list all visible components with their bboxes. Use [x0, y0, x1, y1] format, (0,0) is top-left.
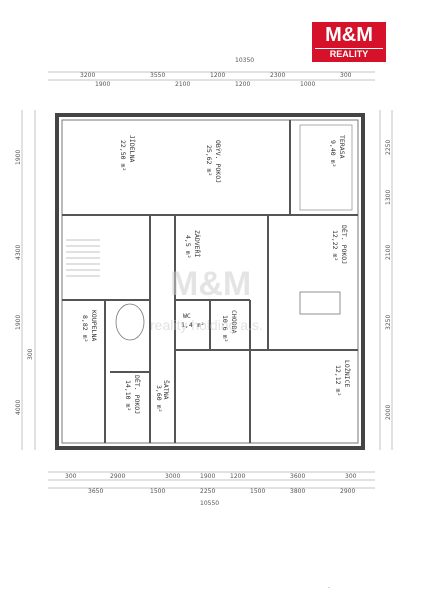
room-chodba: CHODBA 10,6 m²	[221, 310, 238, 342]
dim-top2-2: 2100	[175, 81, 190, 88]
dim-left-1: 1900	[15, 150, 22, 165]
logo-sub-text: REALITY	[315, 48, 383, 59]
room-zadveri-name: ZÁDVEŘÍ	[193, 230, 202, 257]
room-zadveri: ZÁDVEŘÍ 4,5 m²	[184, 230, 202, 258]
room-wc-area: 1,4 m²	[181, 321, 204, 329]
room-det-pokoj-l-area: 14,10 m²	[124, 380, 132, 411]
dim-left-3: 1900	[15, 315, 22, 330]
room-terasa-name: TERASA	[338, 135, 346, 159]
dim-bot2-2: 1500	[150, 488, 165, 495]
dim-right-4: 3250	[385, 315, 392, 330]
dim-bot-4: 1900	[200, 473, 215, 480]
room-satna: ŠATNA 3,60 m²	[155, 380, 171, 412]
dim-bot-5: 1200	[230, 473, 245, 480]
room-zadveri-area: 4,5 m²	[184, 235, 192, 258]
dim-top-1: 3200	[80, 72, 95, 79]
room-terasa-area: 9,40 m²	[329, 140, 337, 167]
room-det-pokoj-left: DĚT. POKOJ 14,10 m²	[124, 375, 142, 414]
logo-brand-text: M&M	[325, 24, 373, 46]
page-mark: ·	[328, 585, 330, 592]
wc-fixture	[115, 303, 145, 341]
dim-top2-1: 1900	[95, 81, 110, 88]
room-obyvaci-pokoj: OBÝV. POKOJ 25,62 m²	[205, 140, 223, 183]
room-koupelna: KOUPELNA 8,82 m²	[81, 310, 98, 342]
dim-right-1: 2250	[385, 140, 392, 155]
room-loznice: LOŽNICE 12,12 m²	[334, 360, 352, 396]
room-wc-name: WC	[183, 312, 191, 320]
dim-bot2-3: 2250	[200, 488, 215, 495]
dim-top2-4: 1000	[300, 81, 315, 88]
dim-top-2: 3550	[150, 72, 165, 79]
dim-left-5: 4000	[15, 400, 22, 415]
dim-top-5: 300	[340, 72, 352, 79]
room-koupelna-name: KOUPELNA	[90, 310, 98, 341]
room-det-pokoj-r-name: DĚT. POKOJ	[340, 225, 349, 264]
dim-right-3: 2100	[385, 245, 392, 260]
room-jidelna-area: 22,50 m²	[119, 140, 127, 171]
dim-bot-6: 3600	[290, 473, 305, 480]
watermark-text: reality holding a.s.	[150, 317, 263, 333]
room-koupelna-area: 8,82 m²	[81, 315, 89, 342]
dim-bot2-1: 3650	[88, 488, 103, 495]
stairs	[66, 239, 100, 277]
room-det-pokoj-right: DĚT. POKOJ 12,22 m²	[331, 225, 349, 264]
room-jidelna: JÍDELNA 22,50 m²	[119, 135, 137, 171]
room-chodba-area: 10,6 m²	[221, 315, 229, 342]
dim-bot-total: 10550	[200, 500, 219, 507]
dim-top-3: 1200	[210, 72, 225, 79]
dim-right-5: 2000	[385, 405, 392, 420]
room-satna-area: 3,60 m²	[155, 385, 163, 412]
dim-bot-7: 300	[345, 473, 357, 480]
outer-wall-inner	[61, 119, 359, 444]
dim-bot-1: 300	[65, 473, 77, 480]
room-det-pokoj-r-area: 12,22 m²	[331, 230, 339, 261]
dim-bot-2: 2900	[110, 473, 125, 480]
outer-wall	[55, 113, 365, 450]
room-loznice-area: 12,12 m²	[334, 365, 342, 396]
dim-left-4: 300	[27, 348, 34, 360]
terrace-outline	[299, 124, 353, 211]
interior-walls	[62, 120, 358, 443]
dim-top-total: 10350	[235, 57, 254, 64]
room-wc: WC 1,4 m²	[181, 312, 204, 329]
room-det-pokoj-l-name: DĚT. POKOJ	[133, 375, 142, 414]
dim-right-2: 1300	[385, 190, 392, 205]
room-terasa: TERASA 9,40 m²	[329, 135, 346, 167]
room-satna-name: ŠATNA	[162, 380, 171, 400]
room-obyvaci-area: 25,62 m²	[205, 145, 213, 176]
brand-logo: M&M REALITY	[312, 22, 386, 62]
dim-bot2-5: 3800	[290, 488, 305, 495]
bathtub	[299, 291, 341, 315]
dim-bot2-6: 2900	[340, 488, 355, 495]
dimension-lines	[21, 71, 393, 489]
watermark-logo: M&M	[170, 265, 251, 303]
dim-bot2-4: 1500	[250, 488, 265, 495]
dim-top-4: 2300	[270, 72, 285, 79]
dim-left-2: 4300	[15, 245, 22, 260]
room-chodba-name: CHODBA	[230, 310, 238, 334]
room-loznice-name: LOŽNICE	[343, 360, 352, 387]
room-jidelna-name: JÍDELNA	[128, 135, 137, 162]
dim-bot-3: 3000	[165, 473, 180, 480]
dim-top2-3: 1200	[235, 81, 250, 88]
room-obyvaci-name: OBÝV. POKOJ	[214, 140, 223, 183]
